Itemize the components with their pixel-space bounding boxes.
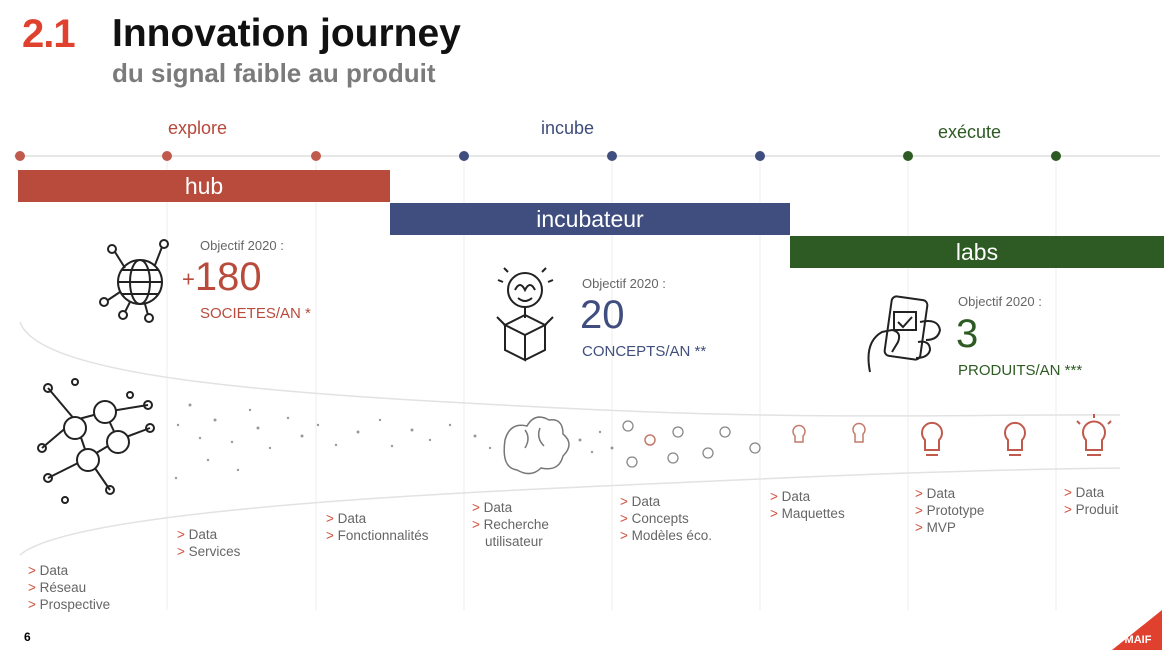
step-list: > Data > Recherche utilisateur bbox=[472, 499, 549, 550]
list-item: > Data bbox=[1064, 485, 1105, 500]
band-labs: labs bbox=[790, 236, 1164, 268]
list-item: > Services bbox=[177, 544, 241, 559]
maif-logo: MAIF bbox=[1112, 610, 1162, 650]
list-item: > MVP bbox=[915, 520, 956, 535]
list-item: > Data bbox=[326, 511, 367, 526]
list-item: > Data bbox=[177, 527, 218, 542]
lightbulb-icon bbox=[644, 422, 866, 446]
list-item: > Prototype bbox=[915, 503, 985, 518]
list-item: > Modèles éco. bbox=[620, 528, 712, 543]
objective-hub-unit: SOCIETES/AN * bbox=[200, 305, 311, 322]
page-number: 6 bbox=[24, 630, 31, 644]
list-item: > Concepts bbox=[620, 511, 689, 526]
objective-incubateur-label: Objectif 2020 : bbox=[582, 276, 666, 291]
phase-incube-label: incube bbox=[541, 118, 595, 138]
step-list: > Data > Fonctionnalités bbox=[326, 510, 428, 544]
list-item: > Data bbox=[472, 500, 513, 515]
broken-brain-icon bbox=[503, 416, 570, 475]
funnel-bottom-curve bbox=[19, 467, 1121, 556]
phase-explore-label: explore bbox=[168, 118, 228, 138]
list-item: > Data bbox=[28, 563, 69, 578]
phase-execute-label: exécute bbox=[938, 122, 1002, 142]
list-item: > Maquettes bbox=[770, 506, 845, 521]
objective-hub-value: +180 bbox=[182, 255, 262, 299]
objective-hub-label: Objectif 2020 : bbox=[200, 238, 284, 253]
band-incubateur: incubateur bbox=[390, 203, 790, 235]
page-subtitle: du signal faible au produit bbox=[112, 58, 436, 88]
list-item: > Produit bbox=[1064, 502, 1119, 517]
objective-labs-label: Objectif 2020 : bbox=[958, 294, 1042, 309]
list-item: > Data bbox=[915, 486, 956, 501]
timeline-dots bbox=[15, 151, 1061, 161]
step-list: > Data > Prototype > MVP bbox=[915, 485, 984, 536]
step-list: > Data > Réseau > Prospective bbox=[28, 562, 110, 613]
network-globe-icon bbox=[99, 239, 169, 323]
objective-incubateur-unit: CONCEPTS/AN ** bbox=[582, 343, 707, 360]
step-list: > Data > Concepts > Modèles éco. bbox=[620, 493, 712, 544]
objective-labs-unit: PRODUITS/AN *** bbox=[958, 362, 1083, 379]
objective-labs-value: 3 bbox=[956, 312, 979, 356]
step-list: > Data > Maquettes bbox=[770, 488, 845, 522]
objective-incubateur-value: 20 bbox=[580, 293, 625, 337]
funnel-top-curve bbox=[19, 321, 1121, 417]
section-number: 2.1 bbox=[22, 12, 76, 56]
brain-box-icon bbox=[496, 267, 554, 362]
page-title: Innovation journey bbox=[112, 12, 461, 55]
lightbulb-brain-icon bbox=[921, 414, 1112, 456]
band-hub: hub bbox=[18, 170, 390, 202]
list-item: > Data bbox=[770, 489, 811, 504]
list-item: > Réseau bbox=[28, 580, 87, 595]
step-list: > Data > Services bbox=[177, 526, 240, 560]
list-item: > Prospective bbox=[28, 597, 111, 612]
people-network-icon bbox=[37, 378, 155, 504]
list-item: > Data bbox=[620, 494, 661, 509]
signal-dots bbox=[174, 403, 614, 480]
phone-check-icon bbox=[867, 295, 942, 373]
step-list: > Data > Produit bbox=[1064, 484, 1118, 518]
list-item: > Fonctionnalités bbox=[326, 528, 429, 543]
list-item: utilisateur bbox=[485, 534, 543, 549]
lightbulb-icon bbox=[622, 420, 761, 468]
list-item: > Recherche bbox=[472, 517, 549, 532]
svg-text:MAIF: MAIF bbox=[1125, 634, 1152, 646]
column-dividers bbox=[166, 160, 1057, 610]
